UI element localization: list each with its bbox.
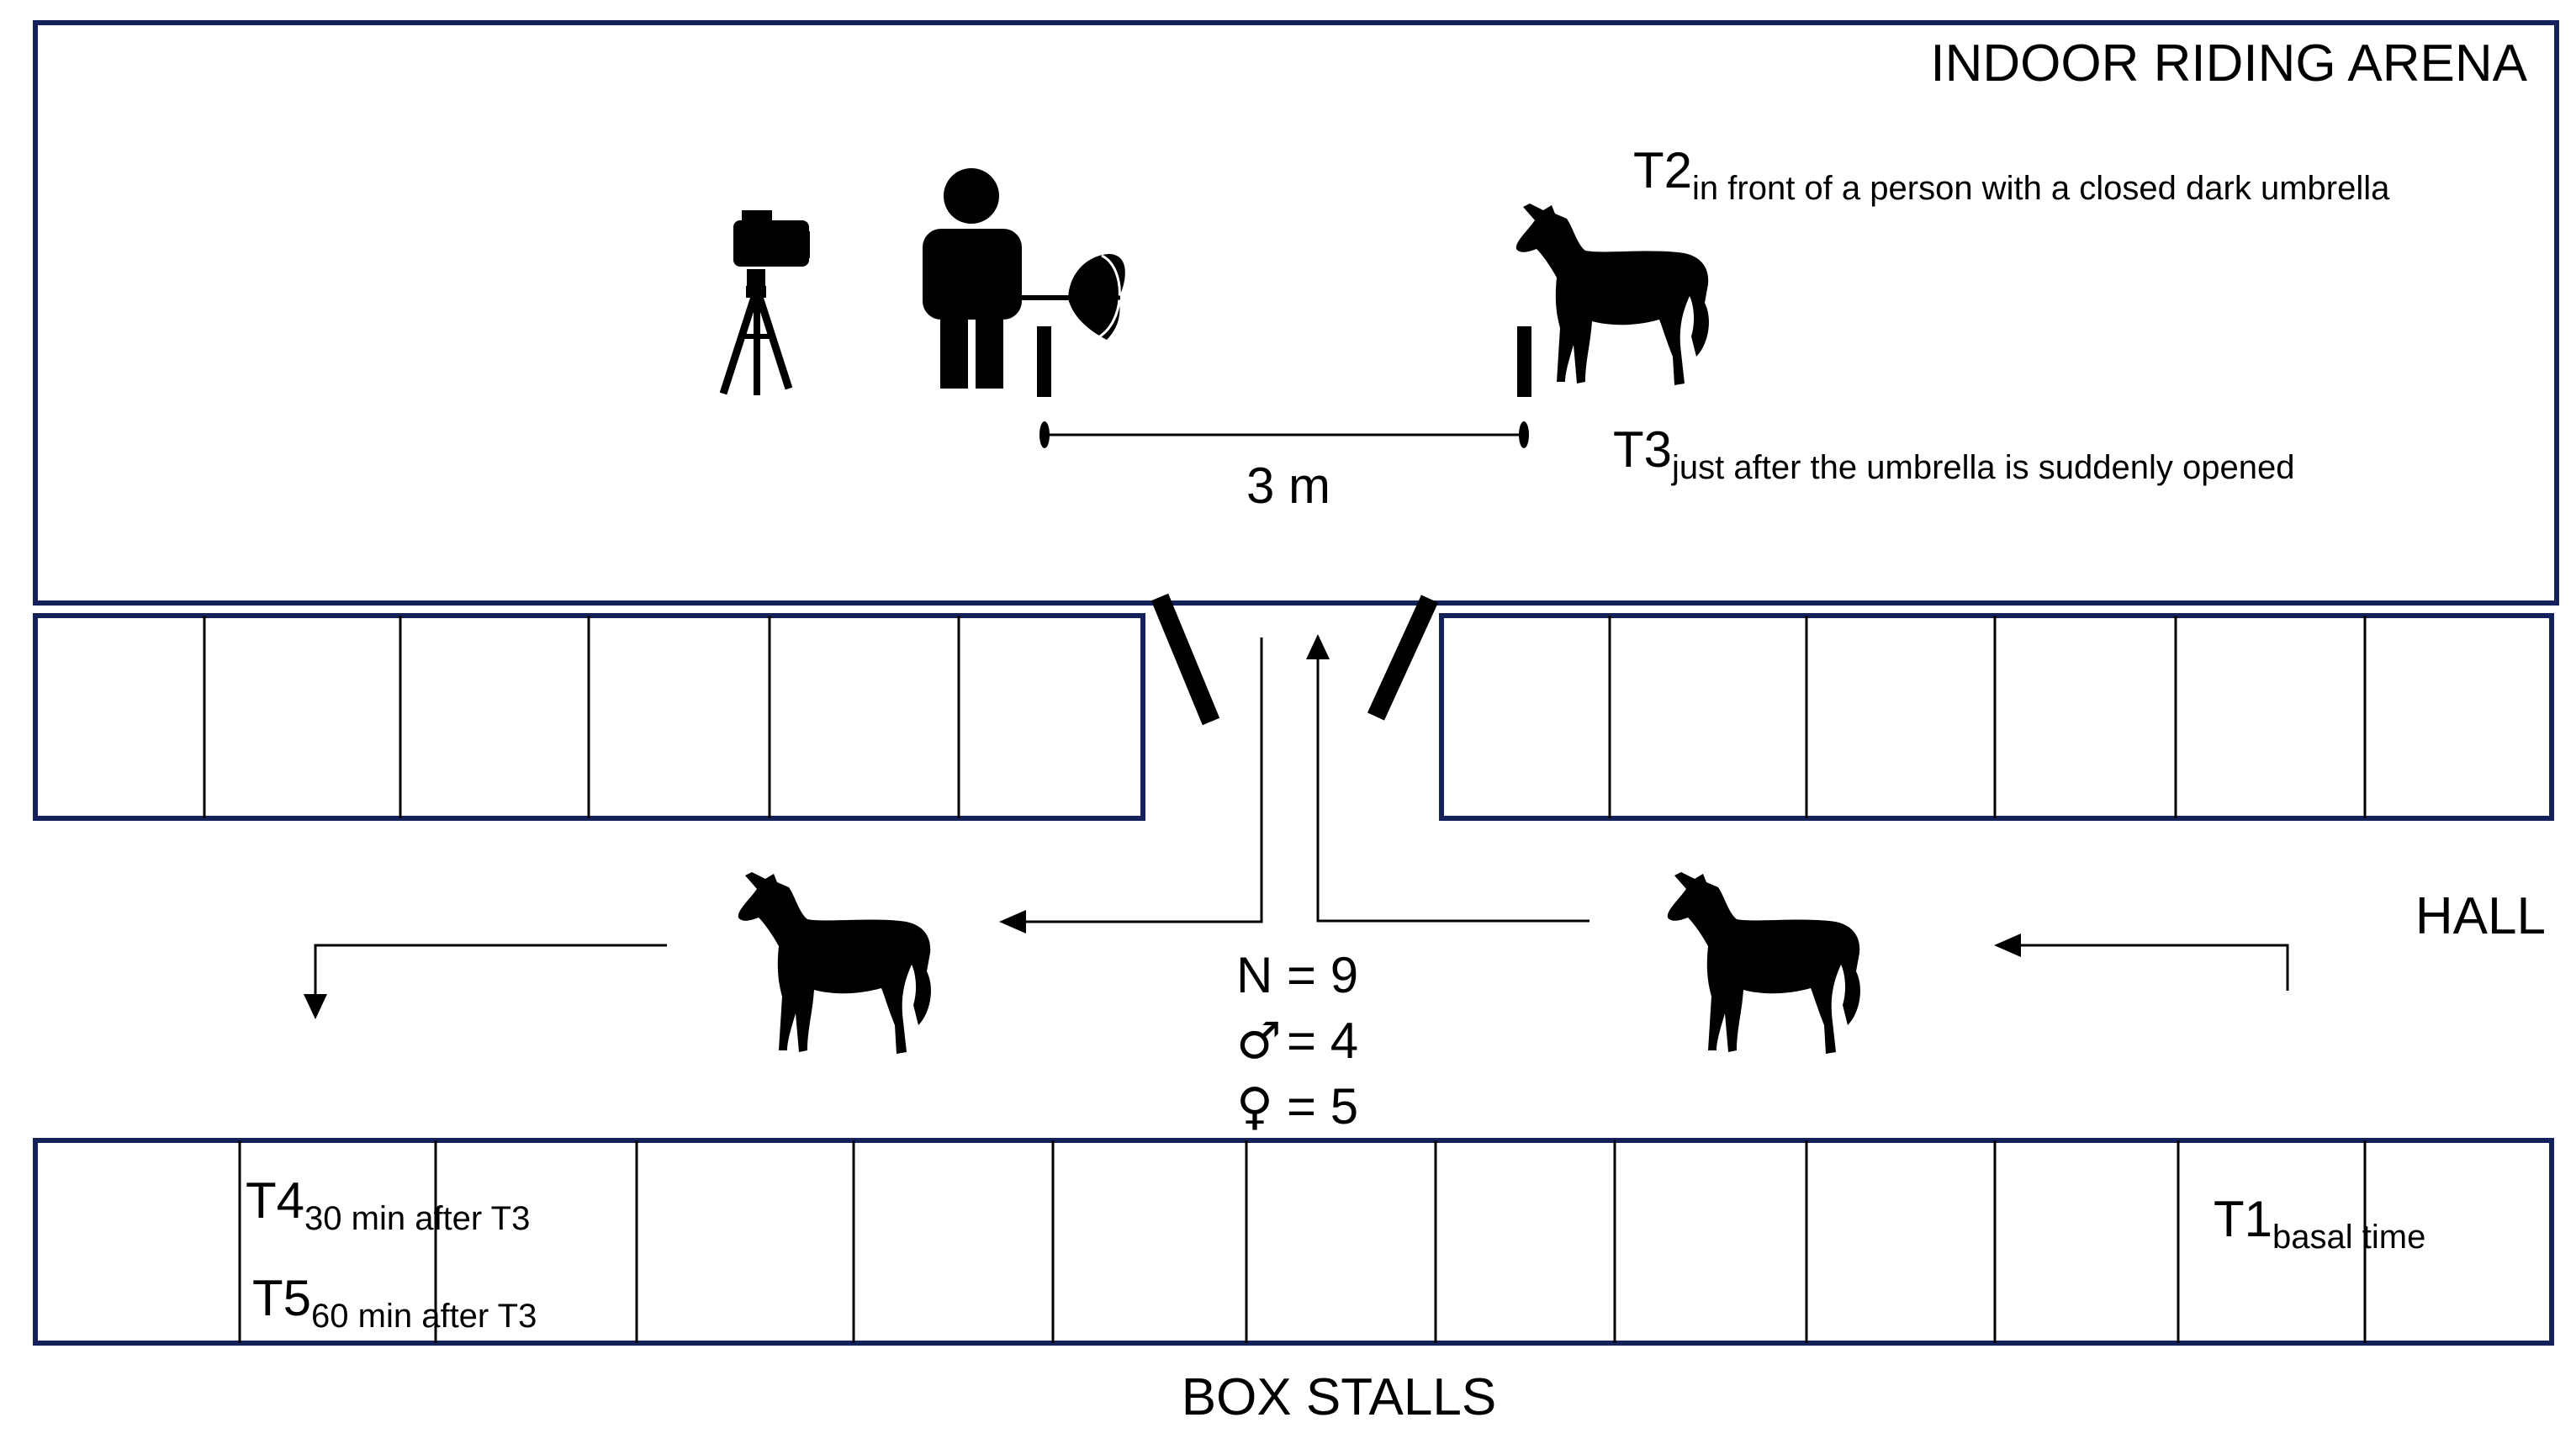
- t5-label: T560 min after T3: [252, 1270, 537, 1335]
- horse-icon: [1667, 872, 1860, 1054]
- path-arrows: [314, 637, 2289, 999]
- male-symbol: ♂: [1236, 1012, 1282, 1071]
- upper-left-stalls: [33, 613, 1145, 821]
- start-marker: [1037, 326, 1051, 397]
- arrowheads: [304, 634, 2021, 1019]
- sample-stats: N = 9 ♂ = 4 ♀ = 5: [1236, 947, 1358, 1136]
- n-count: N = 9: [1236, 947, 1358, 1003]
- female-count: = 5: [1287, 1078, 1358, 1135]
- male-count: = 4: [1287, 1013, 1358, 1069]
- arena-frame: [33, 20, 2559, 606]
- t1-label: T1basal time: [2214, 1191, 2425, 1256]
- horse-icon: [1515, 204, 1709, 385]
- upper-right-stalls: [1439, 613, 2554, 821]
- hall-label: HALL: [2415, 887, 2546, 945]
- door-right: [1367, 595, 1439, 721]
- distance-measure: [1039, 421, 1529, 448]
- person-icon: [923, 168, 1093, 389]
- box-stalls-label: BOX STALLS: [1182, 1368, 1496, 1426]
- door-left: [1150, 593, 1220, 726]
- arena-label: INDOOR RIDING ARENA: [1930, 34, 2527, 93]
- box-stalls-row: [33, 1138, 2554, 1346]
- t2-label: T2in front of a person with a closed dar…: [1633, 142, 2390, 207]
- female-symbol: ♀: [1236, 1077, 1273, 1136]
- t4-label: T430 min after T3: [246, 1172, 530, 1237]
- umbrella-icon: [1068, 254, 1125, 341]
- t3-label: T3just after the umbrella is suddenly op…: [1613, 421, 2294, 486]
- horse-icon: [738, 872, 931, 1054]
- camera-tripod-icon: [719, 210, 810, 395]
- end-marker: [1517, 326, 1531, 397]
- distance-label: 3 m: [1246, 458, 1330, 514]
